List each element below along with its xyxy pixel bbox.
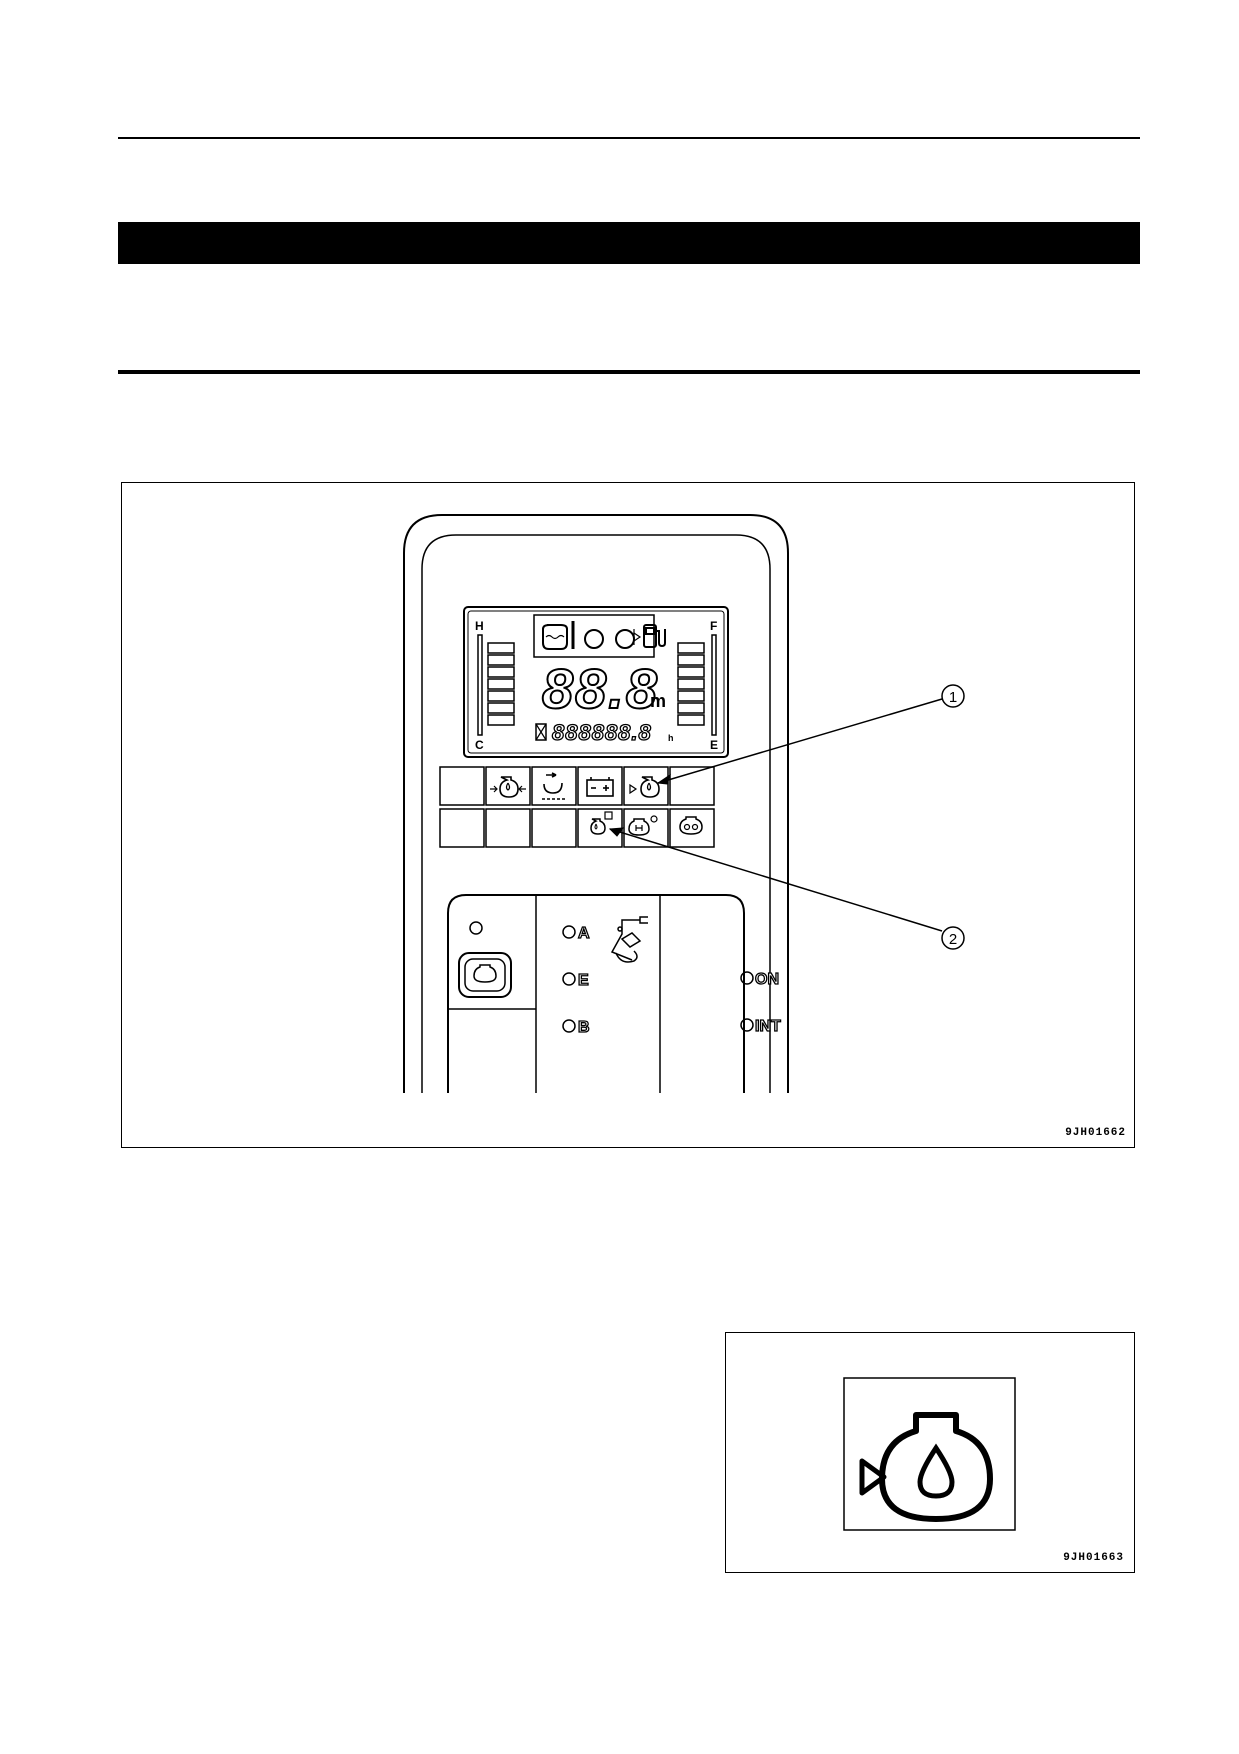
warning-lamp-row-1: [439, 766, 715, 806]
engine-oil-pressure-icon: [490, 776, 526, 798]
wiper-on[interactable]: ON: [740, 970, 780, 989]
coolant-gauge: H C: [475, 619, 515, 752]
symbol-frame: [843, 1377, 1016, 1531]
swing-lock-icon: [679, 816, 703, 835]
section-title-bar: [118, 222, 1140, 264]
hour-unit-label: h: [668, 733, 674, 743]
svg-text:E: E: [578, 972, 589, 989]
hydraulic-oil-icon: [590, 811, 613, 835]
main-unit-label: m: [650, 691, 666, 711]
section-rule: [118, 370, 1140, 374]
gauge-bottom-label-c: C: [475, 738, 484, 752]
gauge-bottom-label-e: E: [710, 738, 718, 752]
svg-text:INT: INT: [755, 1018, 781, 1035]
svg-text:888888.8: 888888.8: [552, 720, 652, 745]
engine-oil-level-icon-small: [629, 776, 660, 798]
callout-leader-2: [609, 828, 943, 932]
air-cleaner-icon: [542, 772, 566, 800]
svg-text:1: 1: [949, 689, 957, 706]
header-rule: [118, 137, 1140, 139]
hour-meter: 888888.8 h: [535, 719, 674, 746]
gauge-top-label-f: F: [710, 619, 717, 633]
fuel-gauge: F E: [677, 619, 718, 752]
engine-oil-level-icon: [843, 1377, 1016, 1531]
callout-2: 2: [941, 926, 965, 950]
svg-text:88.8: 88.8: [542, 657, 659, 720]
svg-text:B: B: [578, 1019, 590, 1036]
indicator-lamp-2: [615, 629, 635, 649]
charge-level-icon: [586, 777, 614, 797]
callout-leader-1: [657, 698, 943, 784]
working-mode-icon: [610, 916, 648, 963]
mode-a[interactable]: A: [562, 924, 591, 943]
engine-oil-level-figure: 9JH01663: [725, 1332, 1135, 1573]
gauge-top-label-h: H: [475, 619, 484, 633]
lamp-left: [469, 921, 483, 935]
svg-text:A: A: [578, 925, 590, 942]
coolant-temperature-icon: [542, 621, 575, 650]
svg-text:2: 2: [949, 931, 957, 948]
svg-text:ON: ON: [755, 971, 779, 988]
callout-1: 1: [941, 684, 965, 708]
mode-e[interactable]: E: [562, 971, 590, 990]
warning-lamp-row-2: [439, 808, 715, 848]
monitor-panel-drawing: H C F E: [403, 514, 965, 1093]
swing-lock-switch[interactable]: [458, 952, 512, 998]
fuel-level-icon: [633, 624, 666, 648]
indicator-lamp-1: [584, 629, 604, 649]
preheat-icon: [628, 815, 658, 836]
main-lcd-readout: 88.8 m: [541, 656, 666, 721]
mode-b[interactable]: B: [562, 1018, 590, 1037]
figure-code-1: 9JH01662: [1065, 1127, 1126, 1139]
monitor-panel-figure: H C F E: [121, 482, 1135, 1148]
figure-code-2: 9JH01663: [1063, 1552, 1124, 1564]
wiper-int[interactable]: INT: [740, 1017, 782, 1036]
